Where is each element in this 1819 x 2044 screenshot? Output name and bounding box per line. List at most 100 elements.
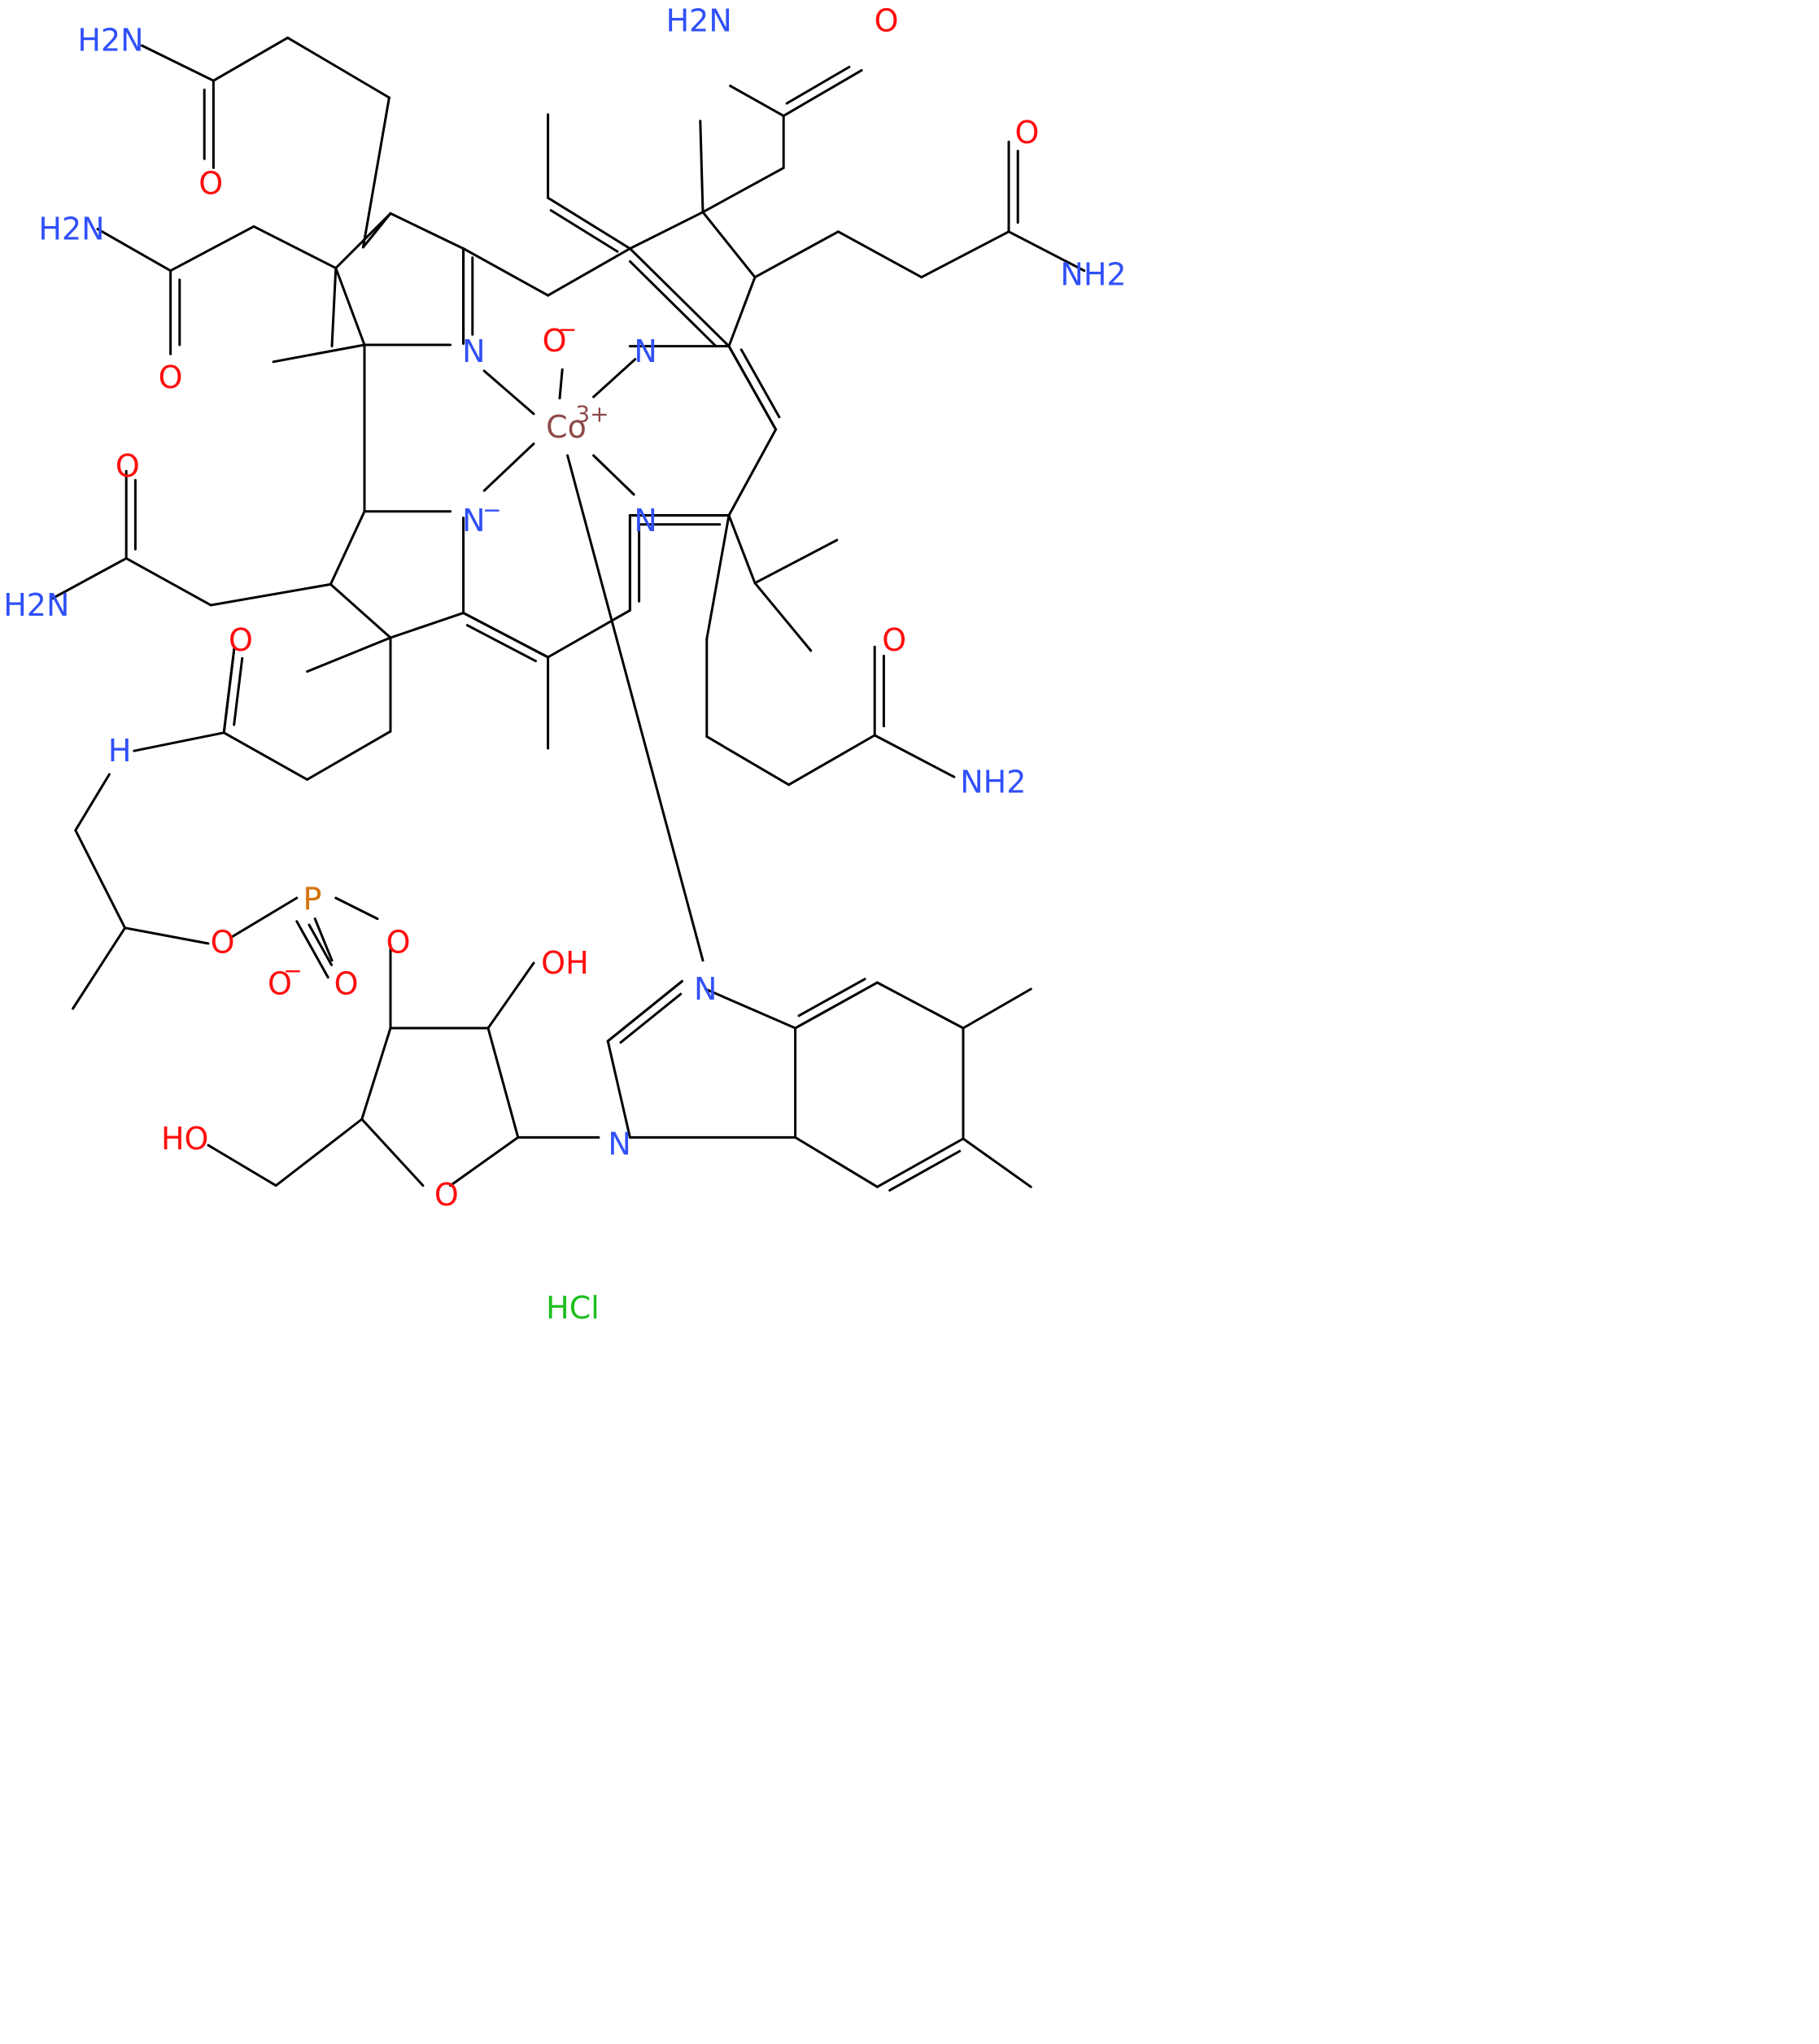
bond — [794, 1135, 879, 1188]
bond — [360, 1026, 392, 1121]
ring-nitrogen-label: N — [608, 1126, 630, 1161]
bond — [207, 1144, 277, 1188]
bond — [72, 926, 127, 1010]
bond — [286, 36, 390, 99]
bond — [547, 608, 631, 659]
bond — [169, 224, 255, 272]
bond — [140, 44, 215, 82]
bond — [727, 514, 757, 585]
cobalt-label: Co — [546, 409, 587, 445]
bond — [334, 267, 366, 346]
bond — [699, 120, 704, 214]
charge-label: − — [558, 316, 577, 342]
oxygen-label: O — [434, 1177, 459, 1213]
bond — [306, 730, 392, 781]
double-bond-inner — [785, 65, 851, 105]
bond — [482, 442, 535, 492]
bond — [787, 734, 876, 787]
bond — [389, 612, 465, 639]
bond — [330, 267, 338, 348]
bond — [704, 987, 797, 1030]
double-bond — [875, 1137, 965, 1188]
amide-nh-label: H — [108, 733, 132, 769]
bond — [482, 369, 535, 416]
double-bond-inner — [629, 259, 718, 348]
amine-label: NH2 — [960, 765, 1026, 800]
double-bond — [727, 345, 778, 431]
hcl-label: HCl — [546, 1290, 600, 1326]
oxygen-label: O — [334, 966, 359, 1002]
oxygen-label: O — [198, 166, 223, 202]
bond — [962, 1137, 1032, 1188]
bond — [230, 896, 299, 939]
double-bond-inner — [888, 1149, 962, 1192]
double-bond-inner — [465, 624, 537, 663]
bond — [361, 96, 390, 249]
double-bond-inner — [308, 923, 334, 966]
bond — [133, 731, 225, 752]
hydroxyl-label: OH — [541, 945, 588, 981]
bond — [486, 1026, 520, 1139]
bond — [558, 368, 564, 400]
oxygen-label: O — [211, 924, 235, 960]
bond — [389, 211, 465, 251]
bond — [606, 1039, 631, 1139]
bond — [50, 556, 128, 600]
bond — [74, 773, 111, 832]
hydroxyl-label: HO — [161, 1121, 208, 1157]
bond — [124, 926, 210, 945]
bond — [74, 829, 127, 930]
double-bond-inner — [233, 656, 244, 726]
bond — [209, 582, 332, 607]
double-bond — [222, 647, 236, 734]
bond — [920, 230, 1010, 279]
oxygen-label: O — [268, 966, 292, 1002]
amine-label: H2N — [77, 23, 143, 59]
oxygen-label: O — [116, 448, 140, 484]
bond — [705, 514, 731, 641]
double-bond-inner — [739, 348, 781, 419]
bond — [252, 224, 338, 270]
oxygen-label: O — [1014, 115, 1039, 150]
bond — [753, 230, 840, 279]
bond — [836, 230, 923, 279]
bond — [592, 358, 637, 399]
bond — [628, 211, 704, 251]
bond — [547, 247, 631, 297]
bond — [329, 582, 392, 639]
oxygen-label: O — [882, 622, 906, 658]
amine-label: H2N — [666, 3, 732, 39]
bond — [701, 166, 785, 214]
bond — [486, 961, 535, 1030]
bond — [96, 228, 172, 272]
double-bond — [782, 68, 863, 117]
bond — [462, 247, 550, 297]
double-bond-inner — [619, 992, 683, 1044]
ring-nitrogen-label: N — [462, 333, 485, 369]
oxygen-label: O — [386, 924, 411, 960]
amine-label: H2N — [3, 587, 69, 623]
phosphorus-label: P — [303, 882, 322, 917]
bond-layer — [50, 36, 1086, 1192]
bond — [329, 510, 366, 586]
oxygen-label: O — [229, 622, 253, 658]
bond — [701, 211, 757, 279]
bond — [705, 735, 791, 787]
amine-label: H2N — [38, 211, 104, 247]
ring-nitrogen-label: N — [634, 503, 656, 538]
bond — [962, 987, 1032, 1030]
bond — [727, 428, 778, 517]
double-bond — [462, 612, 550, 659]
charge-label: − — [283, 957, 302, 984]
bond — [124, 556, 212, 607]
bond — [729, 85, 785, 117]
bond — [875, 981, 965, 1030]
bond — [753, 538, 839, 585]
oxygen-label: O — [875, 3, 899, 39]
bond — [274, 1118, 364, 1188]
bond — [753, 582, 813, 652]
bond — [334, 896, 379, 921]
